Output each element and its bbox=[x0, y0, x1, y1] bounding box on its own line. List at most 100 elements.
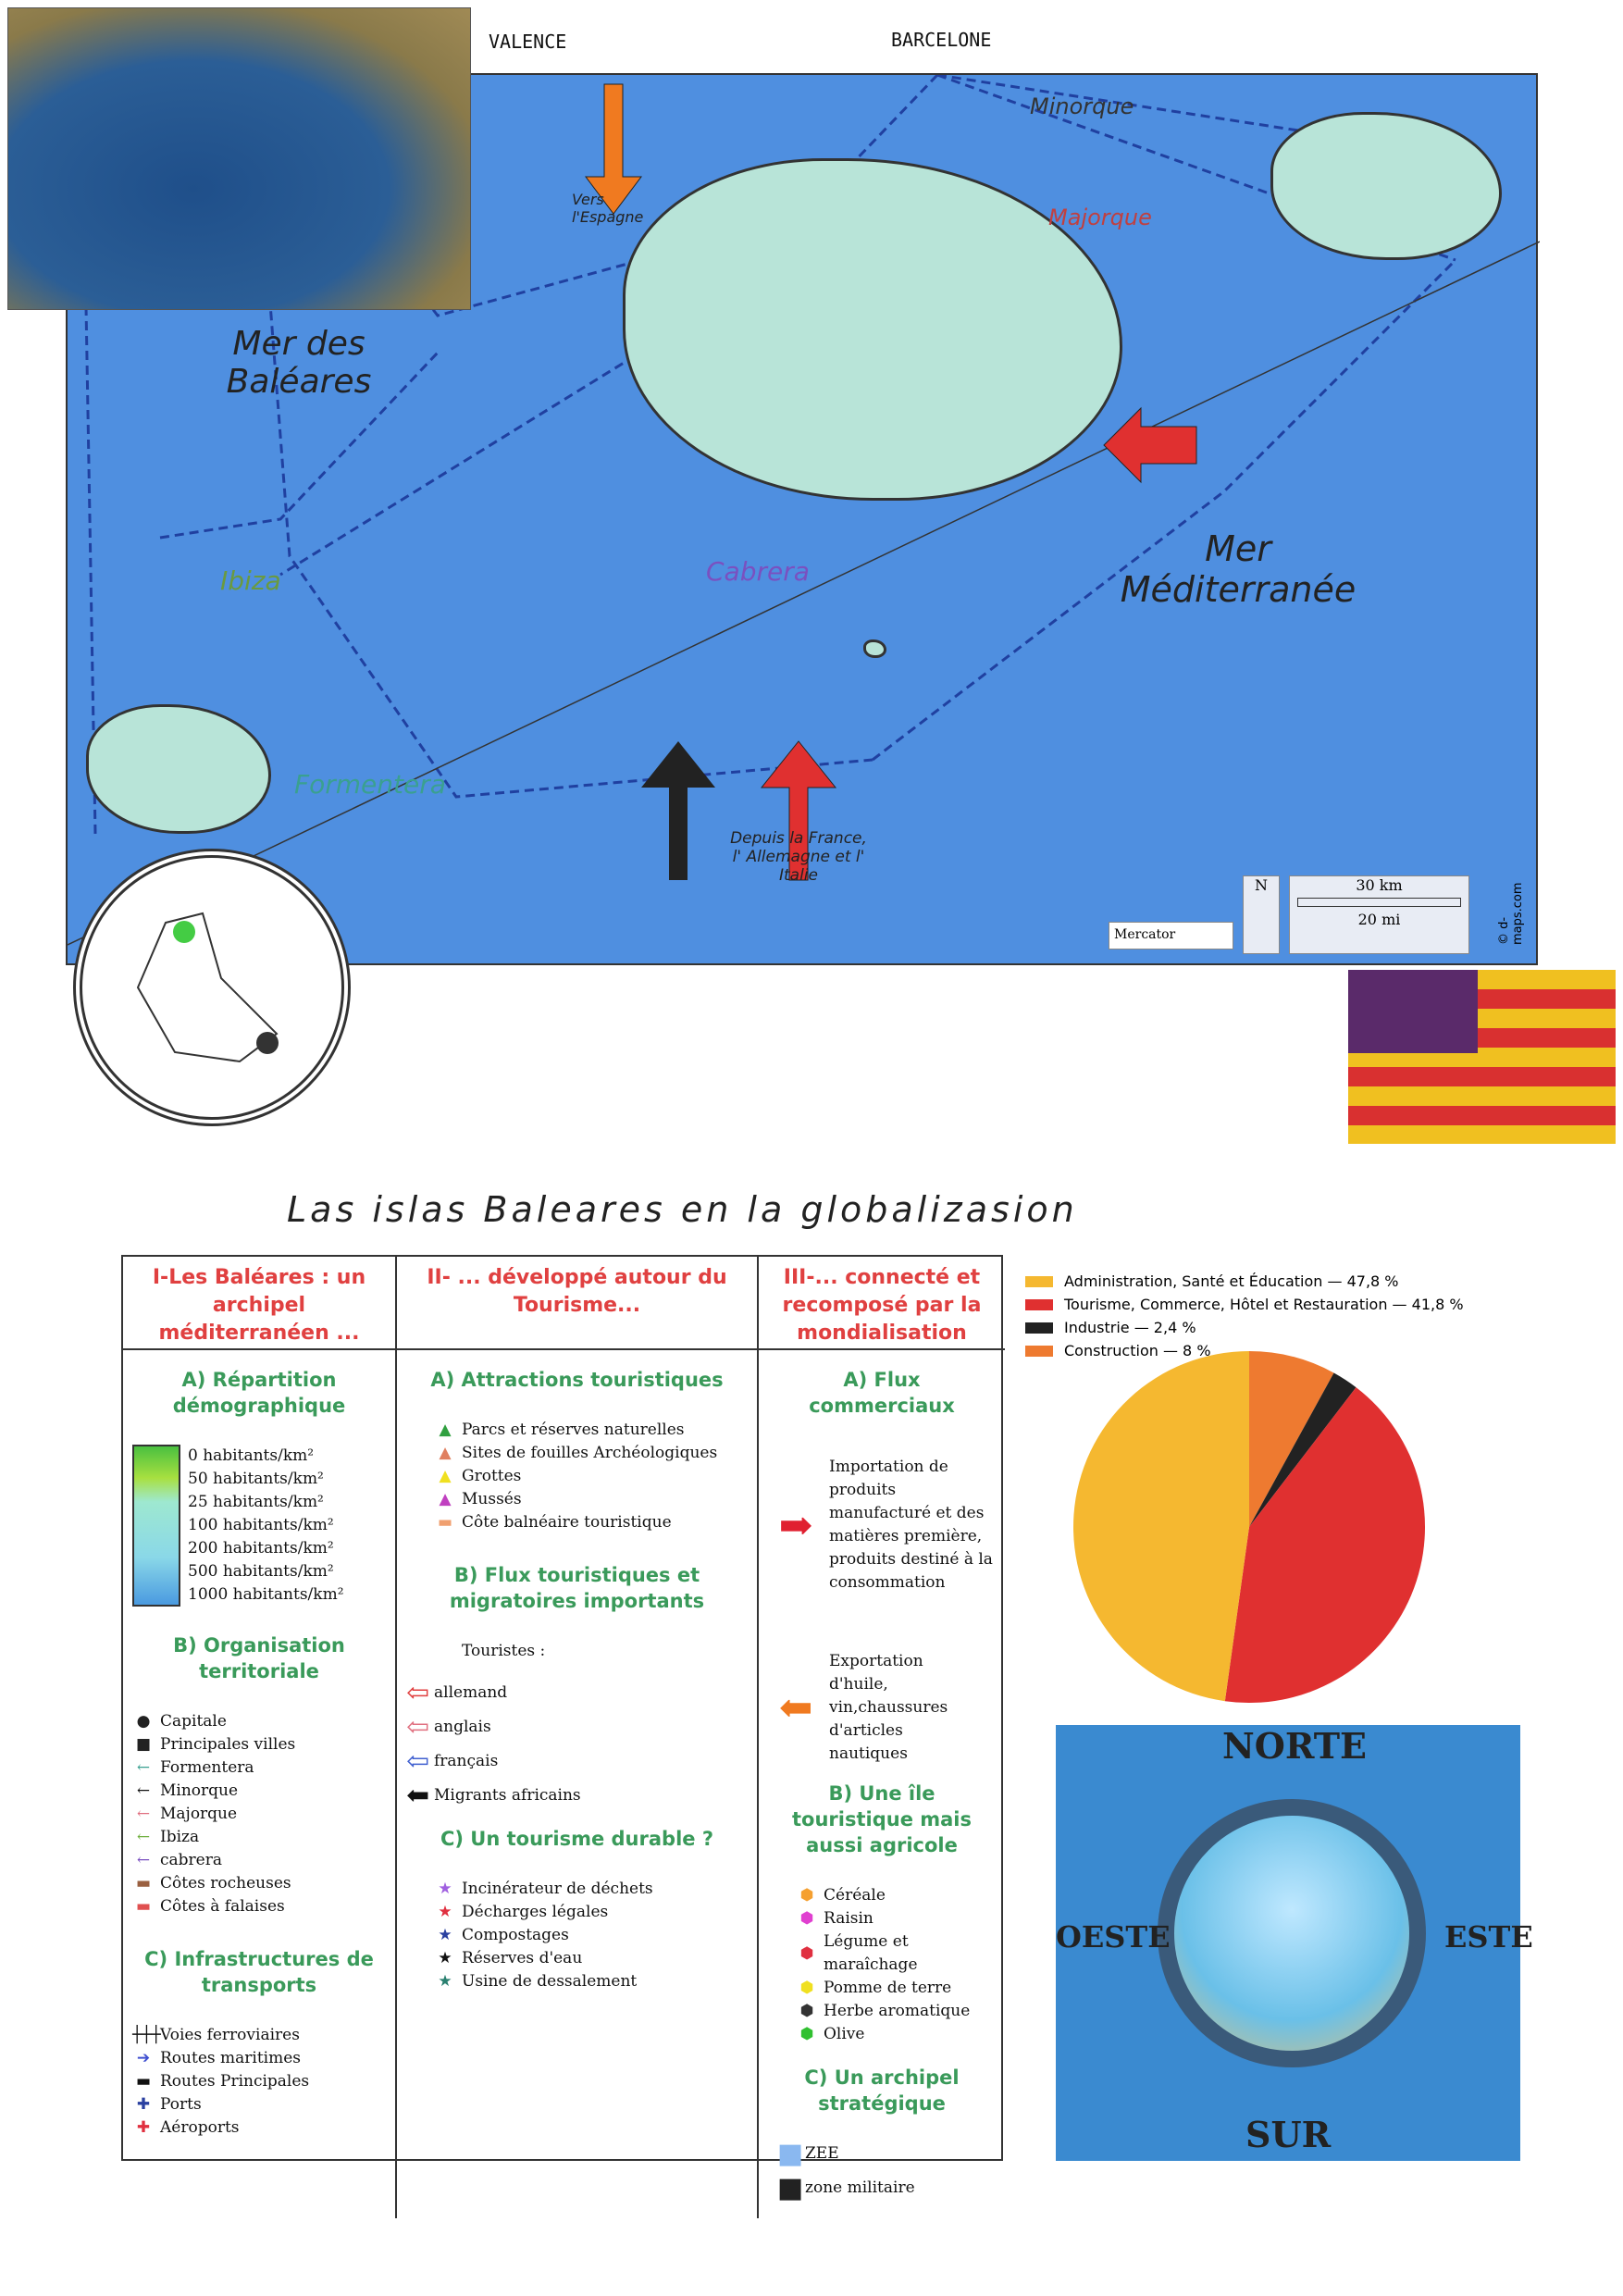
legend-item: ★Décharges légales bbox=[434, 1901, 748, 1924]
legend-label: Tourisme, Commerce, Hôtel et Restauratio… bbox=[1064, 1296, 1464, 1313]
section-title: C) Un archipel stratégique bbox=[804, 2066, 960, 2115]
label-cabrera: Cabrera bbox=[706, 556, 810, 587]
legend-label: Construction — 8 % bbox=[1064, 1342, 1211, 1359]
legend-item: ← cabrera bbox=[132, 1849, 386, 1872]
section-title: A) Flux commerciaux bbox=[809, 1369, 955, 1417]
legend-symbol-icon: ← bbox=[136, 1828, 151, 1846]
legend-label: Côte balnéaire touristique bbox=[462, 1513, 672, 1532]
label-depuis: Depuis la France, l' Allemagne et l' Ita… bbox=[730, 829, 867, 885]
legend-label: allemand bbox=[434, 1683, 508, 1702]
legend-symbol-icon: ⬢ bbox=[799, 2002, 814, 2020]
pie-slice bbox=[1072, 1351, 1249, 1702]
legend-item: ● Capitale bbox=[132, 1710, 386, 1733]
legend-item: 100 habitants/km² bbox=[188, 1514, 344, 1537]
legend-label: zone militaire bbox=[805, 2178, 915, 2197]
pie-slice bbox=[1249, 1351, 1334, 1527]
label-mer-baleares: Mer des Baléares bbox=[226, 325, 372, 401]
legend-item: ⬅Migrants africains bbox=[406, 1782, 748, 1810]
section-title: B) Flux touristiques et migratoires impo… bbox=[449, 1564, 705, 1612]
legend-item: ➔Routes maritimes bbox=[132, 2047, 386, 2070]
city-barcelone: BARCELONE bbox=[891, 29, 992, 51]
legend-item: ▲Sites de fouilles Archéologiques bbox=[434, 1442, 748, 1465]
legend-item: ▬Côtes rocheuses bbox=[132, 1872, 386, 1895]
legend-item: ■zone militaire bbox=[777, 2172, 996, 2204]
legend-symbol-icon: ▬ bbox=[437, 1513, 453, 1532]
legend-label: Raisin bbox=[824, 1909, 873, 1928]
label-ibiza: Ibiza bbox=[220, 565, 281, 596]
legend-label: Mussés bbox=[462, 1490, 522, 1508]
north-arrow: N bbox=[1243, 875, 1280, 954]
legend-symbol-icon: ⇦ bbox=[406, 1677, 430, 1709]
export-arrow-icon: ⬅ bbox=[778, 1684, 813, 1731]
legend-item: 50 habitants/km² bbox=[188, 1468, 344, 1491]
legend-item: ▲Parcs et réserves naturelles bbox=[434, 1419, 748, 1442]
legend-item: ←Formentera bbox=[132, 1756, 386, 1780]
menorca-island bbox=[1270, 112, 1502, 260]
legend-label: 50 habitants/km² bbox=[188, 1470, 324, 1488]
legend-item: ⬢Céréale bbox=[796, 1884, 996, 1907]
legend-item: ←Minorque bbox=[132, 1780, 386, 1803]
legend-symbol-icon: ● bbox=[136, 1712, 151, 1731]
col3-header: III-... connecté et recomposé par la mon… bbox=[759, 1257, 1005, 1350]
col2: A) Attractions touristiques ▲Parcs et ré… bbox=[397, 1350, 759, 2218]
pie-legend-item: Administration, Santé et Éducation — 47,… bbox=[1025, 1270, 1464, 1293]
legend-symbol-icon: ┼┼┼ bbox=[132, 2026, 161, 2044]
legend-symbol-icon: ▲ bbox=[439, 1421, 452, 1439]
legend-item: 25 habitants/km² bbox=[188, 1491, 344, 1514]
legend-symbol-icon: ■ bbox=[777, 2138, 804, 2170]
map-credit: © d-maps.com bbox=[1497, 882, 1525, 945]
col1-header: I-Les Baléares : un archipel méditerrané… bbox=[123, 1257, 397, 1350]
legend-item: ┼┼┼Voies ferroviaires bbox=[132, 2024, 386, 2047]
legend-label: Principales villes bbox=[160, 1735, 296, 1754]
compass-ring bbox=[1158, 1799, 1426, 2067]
legend-item: ▬Côtes à falaises bbox=[132, 1895, 386, 1918]
legend-item: 0 habitants/km² bbox=[188, 1445, 344, 1468]
label-minorque: Minorque bbox=[1030, 93, 1134, 119]
legend-label: Ibiza bbox=[160, 1828, 200, 1846]
legend-item: ⬢Pomme de terre bbox=[796, 1977, 996, 2000]
col1: A) Répartition démographique 0 habitants… bbox=[123, 1350, 397, 2218]
legend-item: 1000 habitants/km² bbox=[188, 1583, 344, 1607]
legend-symbol-icon: ← bbox=[136, 1851, 151, 1869]
page-title: Las islas Baleares en la globalizasion bbox=[287, 1189, 1078, 1230]
legend-symbol-icon: ★ bbox=[438, 1972, 452, 1991]
legend-label: Ports bbox=[160, 2095, 202, 2114]
legend-symbol-icon: ← bbox=[136, 1805, 151, 1823]
legend-swatch bbox=[1025, 1322, 1053, 1334]
import-text: Importation de produits manufacturé et d… bbox=[829, 1458, 993, 1592]
legend-label: 25 habitants/km² bbox=[188, 1493, 324, 1511]
legend-item: ★Incinérateur de déchets bbox=[434, 1878, 748, 1901]
legend-symbol-icon: ← bbox=[136, 1781, 151, 1800]
pie-chart bbox=[1072, 1351, 1425, 1703]
legend-symbol-icon: ▬ bbox=[135, 1874, 152, 1893]
section-title: A) Attractions touristiques bbox=[430, 1369, 724, 1391]
section-title: A) Répartition démographique bbox=[172, 1369, 346, 1417]
formentera-inset bbox=[73, 849, 351, 1126]
legend-item: ⇦français bbox=[406, 1748, 748, 1776]
legend-item: ▬Routes Principales bbox=[132, 2070, 386, 2093]
legend-label: ZEE bbox=[805, 2144, 839, 2163]
pie-legend-item: Industrie — 2,4 % bbox=[1025, 1316, 1464, 1339]
legend-item: ▲Mussés bbox=[434, 1488, 748, 1511]
legend-symbol-icon: ✚ bbox=[136, 2118, 151, 2137]
legend-label: cabrera bbox=[160, 1851, 222, 1869]
legend-item: ⬢Olive bbox=[796, 2023, 996, 2046]
legend-label: Aéroports bbox=[160, 2118, 240, 2137]
legend-item: ⬢Légume et maraîchage bbox=[796, 1930, 996, 1977]
legend-symbol-icon: ⬢ bbox=[799, 1909, 814, 1928]
legend-label: Administration, Santé et Éducation — 47,… bbox=[1064, 1272, 1399, 1290]
legend-table: I-Les Baléares : un archipel méditerrané… bbox=[121, 1255, 1005, 2218]
legend-label: Herbe aromatique bbox=[824, 2002, 971, 2020]
legend-label: Capitale bbox=[160, 1712, 227, 1731]
legend-symbol-icon: ■ bbox=[777, 2172, 804, 2204]
legend-item: ⬢ Raisin bbox=[796, 1907, 996, 1930]
legend-label: Décharges légales bbox=[462, 1903, 609, 1921]
legend-item: 500 habitants/km² bbox=[188, 1560, 344, 1583]
legend-symbol-icon: ▲ bbox=[439, 1444, 452, 1462]
legend-label: 500 habitants/km² bbox=[188, 1562, 334, 1581]
legend-swatch bbox=[1025, 1345, 1053, 1357]
map: VALENCE BARCELONE Vers l'Espagne Minorqu… bbox=[66, 29, 1540, 965]
legend-symbol-icon: ★ bbox=[438, 1926, 452, 1944]
legend-label: Céréale bbox=[824, 1886, 886, 1905]
city-valence: VALENCE bbox=[489, 31, 567, 53]
